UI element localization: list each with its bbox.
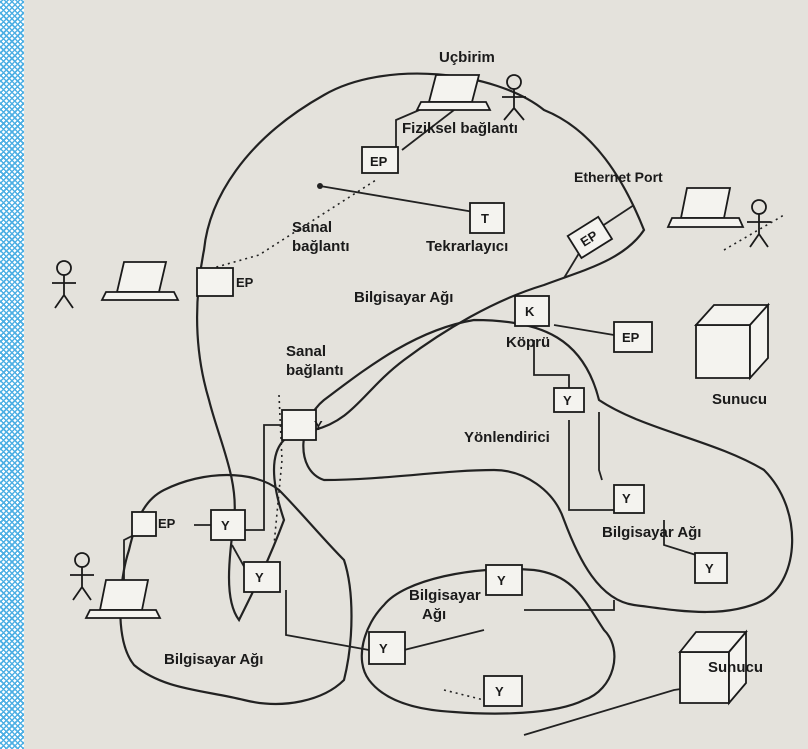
label-physical-link: Fiziksel bağlantı	[402, 120, 518, 137]
label-network-right: Bilgisayar Ağı	[602, 524, 701, 541]
ep-box-left: EP	[196, 267, 254, 297]
svg-text:EP: EP	[370, 154, 388, 169]
workstation-bottom-left	[84, 579, 162, 619]
wire-router-to-right-y	[568, 420, 616, 511]
user-figure-bottom-left	[70, 552, 94, 601]
left-network-cloud	[119, 473, 353, 706]
virtual-link-center	[443, 689, 485, 701]
router-box-top: Y	[553, 387, 585, 413]
router-box-right-1: Y	[613, 484, 645, 514]
svg-text:Y: Y	[563, 393, 572, 408]
virtual-link-mid	[273, 394, 283, 546]
label-repeater: Tekrarlayıcı	[426, 238, 508, 255]
wire-center-y-chain-b	[524, 600, 615, 611]
router-box-center-2: Y	[368, 631, 406, 665]
user-figure-right	[747, 199, 771, 248]
svg-text:Y: Y	[379, 641, 388, 656]
ep-box-right: EP	[613, 321, 653, 353]
bridge-box: K	[514, 295, 550, 327]
wire-center-y-chain-a	[403, 629, 485, 651]
svg-text:T: T	[481, 211, 489, 226]
label-virtual-mid-1: Sanal	[286, 343, 326, 360]
label-virtual-top-2: bağlantı	[292, 238, 350, 255]
virtual-link-top	[198, 179, 377, 273]
label-ethernet: Ethernet Port	[574, 169, 663, 185]
svg-text:Y: Y	[495, 684, 504, 699]
label-server-1: Sunucu	[712, 391, 767, 408]
server-cube-2	[678, 629, 748, 706]
svg-text:Y: Y	[622, 491, 631, 506]
server-cube-1	[693, 302, 771, 381]
svg-text:EP: EP	[622, 330, 640, 345]
label-network-left: Bilgisayar Ağı	[164, 651, 263, 668]
label-network-center-2: Ağı	[422, 606, 446, 623]
network-diagram: EP T EP EP K EP Y Y Y Y	[52, 49, 794, 736]
svg-text:Y: Y	[221, 518, 230, 533]
router-box-center-1: Y	[485, 564, 523, 596]
wire-center-to-server	[523, 687, 689, 736]
workstation-left	[100, 261, 180, 301]
wire-bridge-to-ep	[553, 324, 615, 336]
router-box-right-2: Y	[694, 552, 728, 584]
label-server-2: Sunucu	[708, 659, 763, 676]
label-terminal: Uçbirim	[439, 49, 495, 66]
terminal-computer-top	[415, 74, 492, 111]
router-box-left-1: Y	[210, 509, 246, 541]
user-figure-left	[52, 260, 76, 309]
wire-router-chain	[598, 412, 603, 481]
wire-right-y2	[663, 520, 697, 556]
svg-text:Y: Y	[497, 573, 506, 588]
wire-bridge-to-router	[533, 340, 570, 392]
wire-ep-top-to-terminal-b	[401, 109, 455, 151]
ep-box-ethernet: EP	[566, 215, 614, 260]
label-virtual-mid-2: bağlantı	[286, 362, 344, 379]
router-box-left-2: Y	[243, 561, 281, 593]
repeater-box: T	[469, 202, 505, 234]
user-figure-top	[502, 74, 526, 121]
label-network-top: Bilgisayar Ağı	[354, 289, 453, 306]
ep-box-top: EP	[361, 146, 399, 174]
workstation-right	[666, 187, 745, 228]
label-router: Yönlendirici	[464, 429, 550, 446]
router-box-mid: Y	[281, 409, 323, 441]
top-network-cloud	[195, 72, 646, 623]
svg-text:Y: Y	[255, 570, 264, 585]
wire-endpoint	[317, 183, 323, 189]
svg-text:K: K	[525, 304, 535, 319]
scanned-page-background	[24, 0, 808, 749]
svg-text:Y: Y	[705, 561, 714, 576]
label-bridge: Köprü	[506, 334, 550, 351]
wire-left-to-center	[285, 590, 370, 651]
svg-text:EP: EP	[236, 275, 254, 290]
wire-repeater-left	[319, 185, 475, 213]
router-box-center-4: Y	[483, 675, 523, 707]
svg-text:Y: Y	[314, 418, 323, 433]
svg-text:EP: EP	[158, 516, 176, 531]
ep-box-left-cloud: EP	[131, 511, 176, 537]
decorative-left-border	[0, 0, 24, 749]
label-network-center-1: Bilgisayar	[409, 587, 481, 604]
label-virtual-top-1: Sanal	[292, 219, 332, 236]
